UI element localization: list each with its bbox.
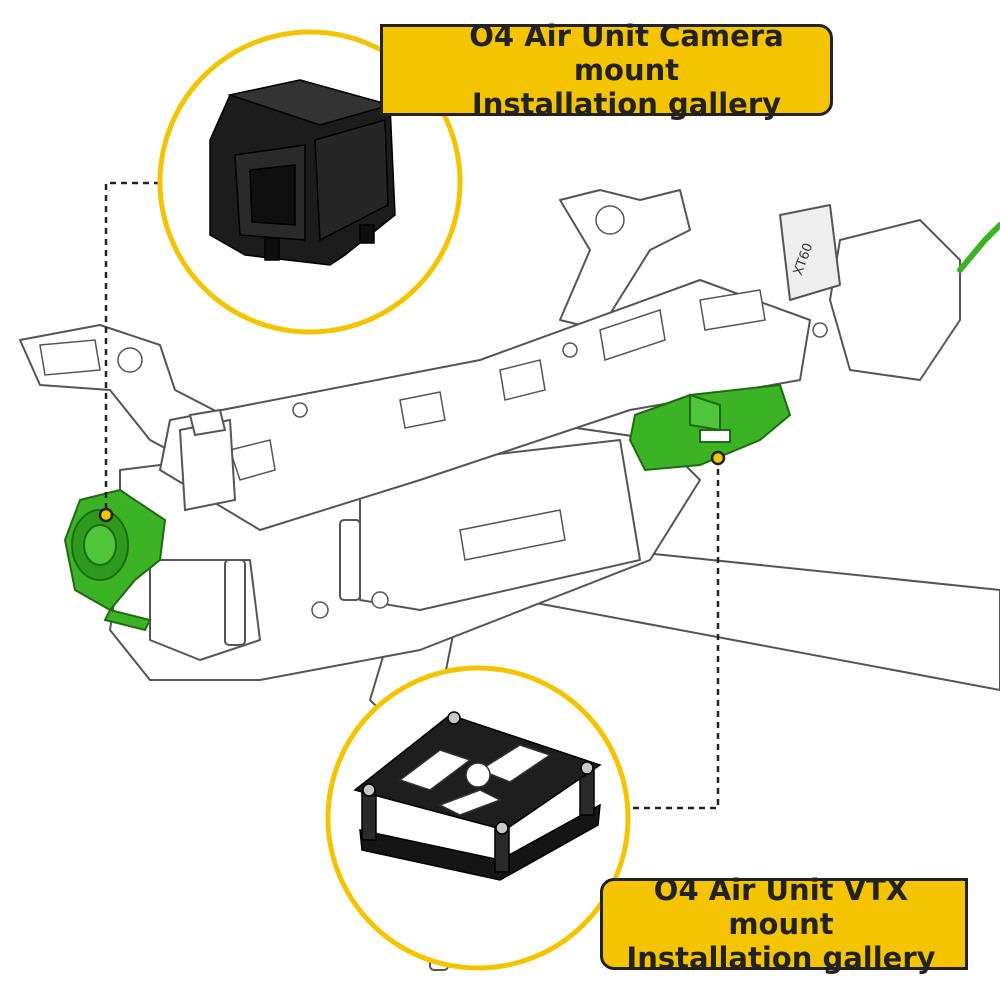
vtx-mount-highlight xyxy=(628,383,792,472)
camera-mount-label-line2: Installation gallery xyxy=(471,87,782,121)
camera-mount-highlight xyxy=(63,488,167,632)
anchor-dot-camera xyxy=(98,507,114,523)
anchor-dot-vtx xyxy=(710,450,726,466)
arm-rear-top xyxy=(559,189,691,331)
gopro-mount xyxy=(178,408,237,512)
leader-lines xyxy=(104,181,720,810)
xt60-bracket xyxy=(829,219,961,381)
xt60-connector xyxy=(779,204,841,301)
standoff xyxy=(339,519,361,601)
antenna xyxy=(957,222,1000,273)
vtx-mount-label: O4 Air Unit VTX mount Installation galle… xyxy=(600,873,968,975)
leader-line-vtx xyxy=(628,458,720,810)
leader-line-camera xyxy=(104,181,160,515)
vtx-bracket-part xyxy=(353,711,602,881)
vtx-mount-label-line1: O4 Air Unit VTX mount xyxy=(653,873,909,941)
camera-cage-part xyxy=(209,79,396,266)
camera-mount-label-line1: O4 Air Unit Camera mount xyxy=(469,19,784,87)
camera-mount-label: O4 Air Unit Camera mount Installation ga… xyxy=(380,19,833,121)
vtx-mount-label-line2: Installation gallery xyxy=(626,941,936,975)
vtx-mount-callout-circle xyxy=(325,665,631,971)
frame-cutouts xyxy=(39,205,828,619)
standoff xyxy=(224,559,246,646)
